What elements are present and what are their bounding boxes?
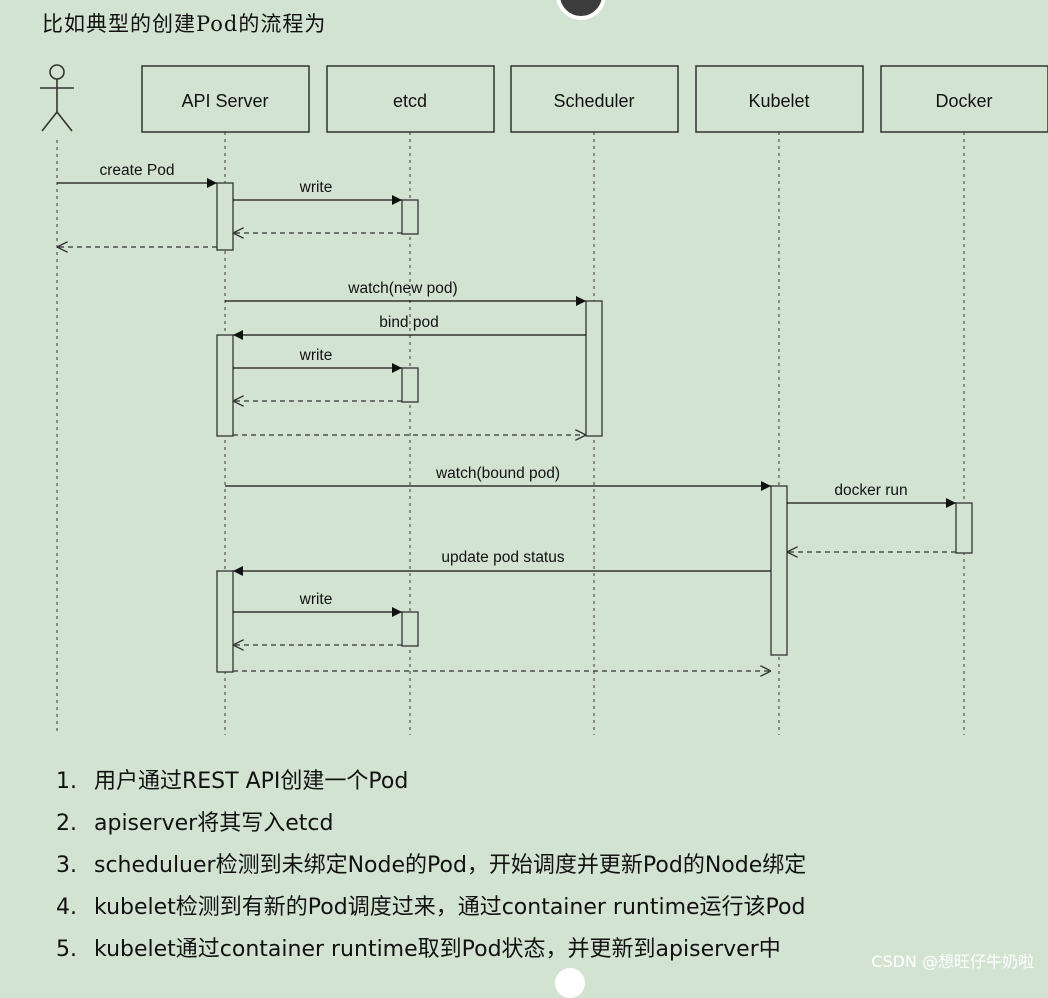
activation-bar-api	[216, 570, 234, 673]
step-item: 1. 用户通过REST API创建一个Pod	[56, 764, 806, 806]
step-item: 5. kubelet通过container runtime取到Pod状态，并更新到…	[56, 932, 806, 974]
decorative-circle-bottom	[555, 968, 585, 998]
activation-bar-api	[216, 182, 234, 251]
step-text: apiserver将其写入etcd	[94, 811, 334, 836]
participant-api-server: API Server	[141, 65, 310, 133]
message-label: bind pod	[379, 314, 438, 331]
step-text: kubelet检测到有新的Pod调度过来，通过container runtime…	[94, 895, 806, 920]
participant-scheduler: Scheduler	[510, 65, 679, 133]
participant-label: API Server	[181, 91, 268, 111]
step-number: 2.	[56, 811, 77, 836]
sequence-diagram: API Server etcd Scheduler Kubelet Docker…	[40, 64, 1048, 735]
participant-label: Docker	[935, 91, 992, 111]
activation-bar-docker	[955, 502, 973, 554]
message-label: write	[299, 591, 333, 608]
message-label: write	[299, 179, 333, 196]
steps-list: 1. 用户通过REST API创建一个Pod 2. apiserver将其写入etc…	[56, 764, 806, 974]
activation-bar-etcd	[401, 199, 419, 235]
step-item: 3. scheduluer检测到未绑定Node的Pod，开始调度并更新Pod的No…	[56, 848, 806, 890]
activation-bar-scheduler	[585, 300, 603, 437]
step-number: 3.	[56, 853, 77, 878]
step-number: 1.	[56, 769, 77, 794]
participant-label: etcd	[393, 91, 427, 111]
message-label: docker run	[834, 482, 907, 499]
participant-kubelet: Kubelet	[695, 65, 864, 133]
user-actor-icon	[40, 64, 74, 132]
participant-label: Scheduler	[553, 91, 634, 111]
step-text: kubelet通过container runtime取到Pod状态，并更新到ap…	[94, 937, 781, 962]
message-label: watch(bound pod)	[435, 465, 560, 482]
watermark: CSDN @想旺仔牛奶啦	[871, 952, 1034, 971]
step-text: 用户通过REST API创建一个Pod	[94, 769, 409, 794]
message-label: create Pod	[100, 162, 175, 179]
activation-bar-etcd	[401, 367, 419, 403]
participant-label: Kubelet	[748, 91, 809, 111]
step-number: 5.	[56, 937, 77, 962]
page-heading: 比如典型的创建Pod的流程为	[42, 12, 327, 36]
step-text: scheduluer检测到未绑定Node的Pod，开始调度并更新Pod的Node…	[94, 853, 807, 878]
step-item: 2. apiserver将其写入etcd	[56, 806, 806, 848]
activation-bar-etcd	[401, 611, 419, 647]
activation-bar-api	[216, 334, 234, 437]
message-label: watch(new pod)	[347, 280, 457, 297]
message-label: write	[299, 347, 333, 364]
participant-etcd: etcd	[326, 65, 495, 133]
activation-bar-kubelet	[770, 485, 788, 656]
step-number: 4.	[56, 895, 77, 920]
participant-docker: Docker	[880, 65, 1048, 133]
step-item: 4. kubelet检测到有新的Pod调度过来，通过container runti…	[56, 890, 806, 932]
message-label: update pod status	[441, 549, 564, 566]
